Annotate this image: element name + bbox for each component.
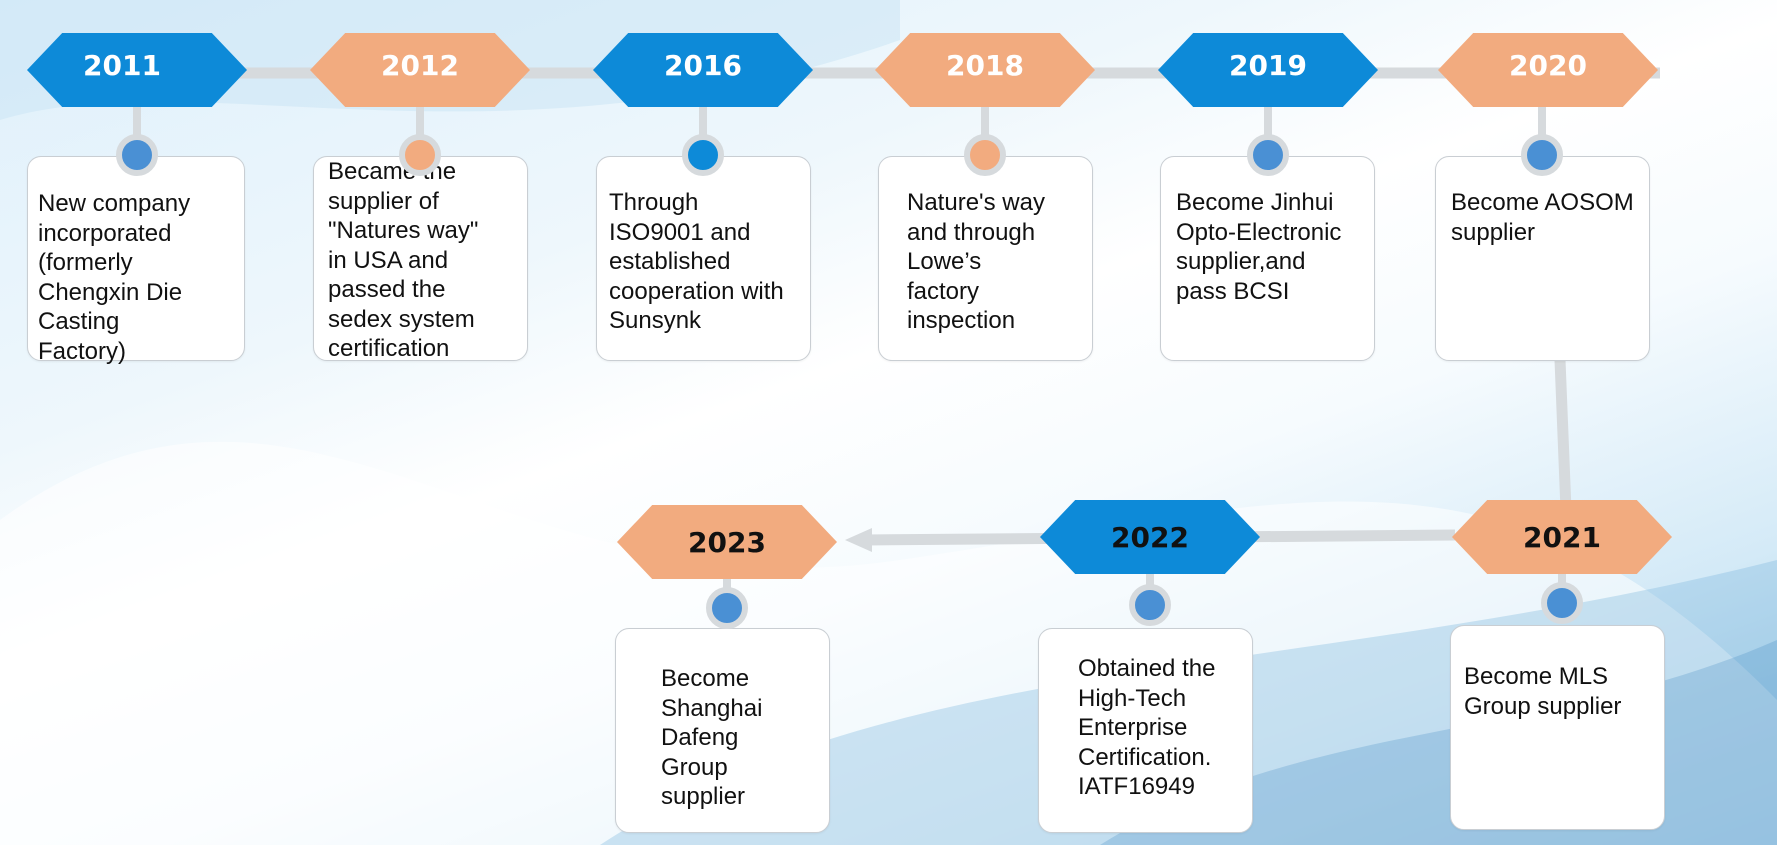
event-text-2021: Become MLS Group supplier <box>1464 663 1622 720</box>
event-text-2022: Obtained the High-Tech Enterprise Certif… <box>1078 655 1216 800</box>
event-card-2021 <box>1450 625 1665 830</box>
year-marker-2016: 2016 <box>593 33 813 107</box>
event-card-2019 <box>1160 156 1375 361</box>
timeline-dot-2020 <box>1521 134 1563 176</box>
year-marker-2020: 2020 <box>1438 33 1658 107</box>
event-text-2020: Become AOSOM supplier <box>1451 189 1634 246</box>
year-marker-2019: 2019 <box>1158 33 1378 107</box>
year-label-2022: 2022 <box>1111 520 1189 554</box>
event-card-2023 <box>615 628 830 833</box>
timeline-dot-2023 <box>706 587 748 629</box>
event-text-2011: New company incorporated (formerly Cheng… <box>38 190 191 365</box>
timeline-dot-2018 <box>964 134 1006 176</box>
year-marker-2023: 2023 <box>617 505 837 579</box>
year-label-2012: 2012 <box>381 48 459 82</box>
year-label-2020: 2020 <box>1509 48 1587 82</box>
timeline-dot-2022 <box>1129 584 1171 626</box>
year-label-2021: 2021 <box>1523 520 1601 554</box>
event-text-2023: Become Shanghai Dafeng Group supplier <box>661 665 763 810</box>
year-marker-2012: 2012 <box>310 33 530 107</box>
timeline-dot-2019 <box>1247 134 1289 176</box>
timeline-dot-2021 <box>1541 582 1583 624</box>
year-marker-2011: 2011 <box>27 33 247 107</box>
event-text-2018: Nature's way and through Lowe’s factory … <box>907 189 1045 334</box>
year-label-2016: 2016 <box>664 48 742 82</box>
timeline-dot-2016 <box>682 134 724 176</box>
event-text-2016: Through ISO9001 and established cooperat… <box>609 189 784 334</box>
timeline-dot-2012 <box>399 134 441 176</box>
year-marker-2018: 2018 <box>875 33 1095 107</box>
event-card-2020 <box>1435 156 1650 361</box>
event-card-2012 <box>313 156 528 361</box>
event-card-2022 <box>1038 628 1253 833</box>
down-connector-line <box>1554 359 1572 511</box>
year-label-2023: 2023 <box>688 525 766 559</box>
year-label-2018: 2018 <box>946 48 1024 82</box>
event-card-2018 <box>878 156 1093 361</box>
year-marker-2022: 2022 <box>1040 500 1260 574</box>
year-marker-2021: 2021 <box>1452 500 1672 574</box>
year-label-2019: 2019 <box>1229 48 1307 82</box>
arrow-head-icon <box>845 528 872 552</box>
year-label-2011: 2011 <box>83 48 161 82</box>
event-text-2019: Become Jinhui Opto-Electronic supplier,a… <box>1176 189 1342 305</box>
timeline-dot-2011 <box>116 134 158 176</box>
event-text-2012: Became the supplier of "Natures way" in … <box>328 158 479 362</box>
